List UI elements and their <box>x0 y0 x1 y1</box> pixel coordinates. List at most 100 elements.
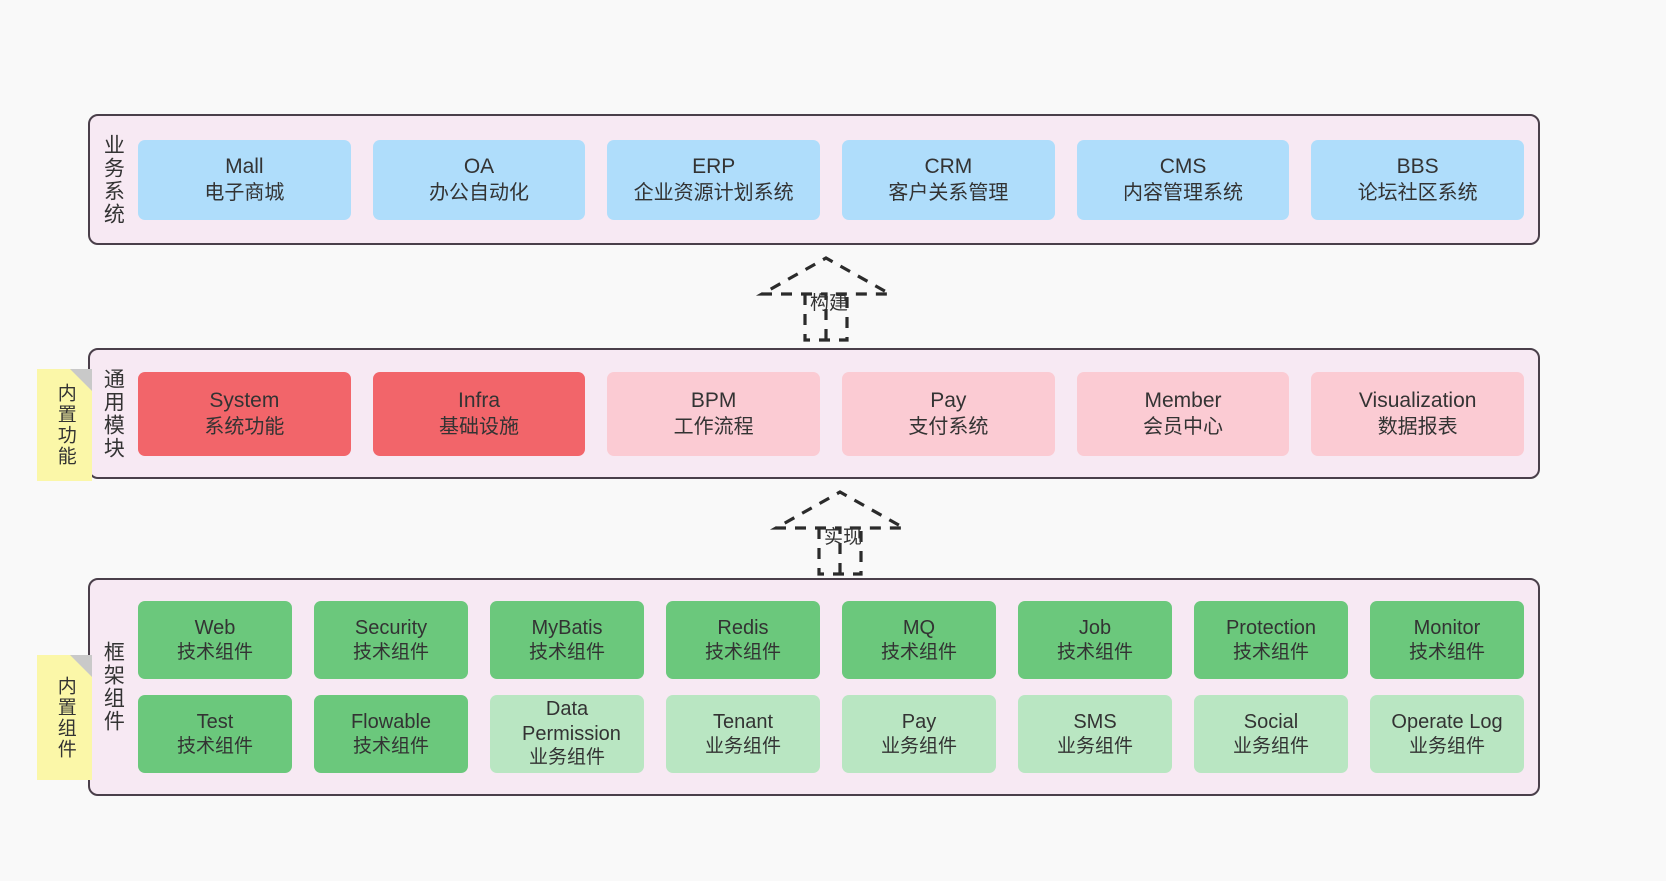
box-erp[interactable]: ERP 企业资源计划系统 <box>607 139 821 220</box>
layer-common-module: 通用模块 System 系统功能 Infra 基础设施 BPM 工作流程 Pay… <box>88 348 1540 479</box>
box-subtitle: 技术组件 <box>1056 641 1133 663</box>
box-subtitle: 业务组件 <box>528 747 605 769</box>
row-business-systems: Mall 电子商城 OA 办公自动化 ERP 企业资源计划系统 CRM 客户关系… <box>138 139 1525 220</box>
box-subtitle: 论坛社区系统 <box>1357 182 1478 205</box>
box-title: Data Permission <box>522 698 621 745</box>
box-title: Operate Log <box>1391 710 1503 733</box>
box-title: Redis <box>717 616 769 639</box>
box-title: MyBatis <box>531 616 603 639</box>
box-crm[interactable]: CRM 客户关系管理 <box>842 139 1055 220</box>
box-subtitle: 技术组件 <box>704 641 781 663</box>
box-job[interactable]: Job 技术组件 <box>1018 601 1172 679</box>
box-title: Protection <box>1225 616 1317 639</box>
layer-title-business-system: 业务系统 <box>101 133 125 226</box>
box-subtitle: 技术组件 <box>176 735 253 757</box>
box-title: Mall <box>225 154 264 178</box>
box-pay-module[interactable]: Pay 支付系统 <box>842 371 1055 456</box>
box-bpm[interactable]: BPM 工作流程 <box>607 371 821 456</box>
box-title: ERP <box>692 154 736 178</box>
box-subtitle: 会员中心 <box>1143 416 1224 439</box>
box-title: CMS <box>1159 154 1207 178</box>
note-label: 内置组件 <box>54 675 76 760</box>
box-subtitle: 业务组件 <box>1056 735 1133 757</box>
note-builtin-component: 内置组件 <box>37 655 92 780</box>
box-title: Visualization <box>1358 388 1477 412</box>
box-test[interactable]: Test 技术组件 <box>138 695 292 773</box>
box-title: Pay <box>901 710 937 733</box>
box-monitor[interactable]: Monitor 技术组件 <box>1370 601 1524 679</box>
box-protection[interactable]: Protection 技术组件 <box>1194 601 1348 679</box>
note-builtin-function: 内置功能 <box>37 369 92 481</box>
note-fold-icon <box>70 655 92 677</box>
box-subtitle: 工作流程 <box>673 416 754 439</box>
box-subtitle: 基础设施 <box>439 416 519 439</box>
box-subtitle: 技术组件 <box>352 735 429 757</box>
layer-body-framework-component: Web 技术组件 Security 技术组件 MyBatis 技术组件 Redi… <box>134 580 1538 794</box>
box-mybatis[interactable]: MyBatis 技术组件 <box>490 601 644 679</box>
box-subtitle: 客户关系管理 <box>888 182 1009 205</box>
box-title: Web <box>194 616 236 639</box>
box-subtitle: 数据报表 <box>1377 416 1458 439</box>
box-mall[interactable]: Mall 电子商城 <box>138 139 351 220</box>
box-bbs[interactable]: BBS 论坛社区系统 <box>1311 139 1525 220</box>
box-redis[interactable]: Redis 技术组件 <box>666 601 820 679</box>
box-operate-log[interactable]: Operate Log 业务组件 <box>1370 695 1524 773</box>
box-subtitle: 内容管理系统 <box>1123 182 1244 205</box>
box-security[interactable]: Security 技术组件 <box>314 601 468 679</box>
box-title: Monitor <box>1413 616 1481 639</box>
box-subtitle: 技术组件 <box>352 641 429 663</box>
box-sms[interactable]: SMS 业务组件 <box>1018 695 1172 773</box>
box-title: Test <box>196 710 234 733</box>
note-fold-icon <box>70 369 92 391</box>
box-subtitle: 业务组件 <box>1408 735 1485 757</box>
box-subtitle: 支付系统 <box>908 416 989 439</box>
box-subtitle: 技术组件 <box>880 641 957 663</box>
box-title: BBS <box>1396 154 1439 178</box>
box-title: Social <box>1243 710 1299 733</box>
box-visualization[interactable]: Visualization 数据报表 <box>1311 371 1525 456</box>
layer-title-common-module: 通用模块 <box>101 367 125 460</box>
note-label: 内置功能 <box>54 383 76 467</box>
box-title: Pay <box>930 388 967 412</box>
arrow-implement: 实现 <box>766 488 926 580</box>
layer-body-business-system: Mall 电子商城 OA 办公自动化 ERP 企业资源计划系统 CRM 客户关系… <box>134 116 1538 243</box>
box-oa[interactable]: OA 办公自动化 <box>372 139 586 220</box>
box-web[interactable]: Web 技术组件 <box>138 601 292 679</box>
box-subtitle: 企业资源计划系统 <box>633 182 794 205</box>
layer-title-framework-component: 框架组件 <box>101 641 125 733</box>
box-subtitle: 业务组件 <box>880 735 957 757</box>
box-data-permission[interactable]: Data Permission 业务组件 <box>490 695 644 773</box>
box-system[interactable]: System 系统功能 <box>138 371 351 456</box>
box-subtitle: 技术组件 <box>528 641 605 663</box>
box-pay-component[interactable]: Pay 业务组件 <box>842 695 996 773</box>
box-flowable[interactable]: Flowable 技术组件 <box>314 695 468 773</box>
box-subtitle: 技术组件 <box>176 641 253 663</box>
row-common-modules: System 系统功能 Infra 基础设施 BPM 工作流程 Pay 支付系统… <box>138 371 1525 456</box>
box-subtitle: 系统功能 <box>204 416 285 439</box>
box-subtitle: 技术组件 <box>1232 641 1309 663</box>
layer-framework-component: 框架组件 Web 技术组件 Security 技术组件 MyBatis 技术组件… <box>88 578 1540 796</box>
row-business-components: Test 技术组件 Flowable 技术组件 Data Permission … <box>138 695 1524 773</box>
box-title: MQ <box>902 616 936 639</box>
box-subtitle: 业务组件 <box>1232 735 1309 757</box>
arrow-build-label: 构建 <box>810 293 849 314</box>
box-tenant[interactable]: Tenant 业务组件 <box>666 695 820 773</box>
box-subtitle: 技术组件 <box>1408 641 1485 663</box>
layer-business-system: 业务系统 Mall 电子商城 OA 办公自动化 ERP 企业资源计划系统 CRM… <box>88 114 1540 245</box>
box-title: Job <box>1078 616 1112 639</box>
arrow-implement-shape <box>769 490 911 576</box>
box-subtitle: 办公自动化 <box>429 182 529 205</box>
box-title: BPM <box>690 388 737 412</box>
box-title: Infra <box>457 388 501 412</box>
box-title: Tenant <box>712 710 774 733</box>
box-member[interactable]: Member 会员中心 <box>1076 371 1290 456</box>
layer-body-common-module: System 系统功能 Infra 基础设施 BPM 工作流程 Pay 支付系统… <box>134 350 1538 477</box>
box-social[interactable]: Social 业务组件 <box>1194 695 1348 773</box>
box-mq[interactable]: MQ 技术组件 <box>842 601 996 679</box>
arrow-build-shape <box>755 256 897 342</box>
box-title: Member <box>1144 388 1222 412</box>
box-infra[interactable]: Infra 基础设施 <box>372 371 586 456</box>
box-cms[interactable]: CMS 内容管理系统 <box>1076 139 1290 220</box>
box-title: CRM <box>924 154 973 178</box>
